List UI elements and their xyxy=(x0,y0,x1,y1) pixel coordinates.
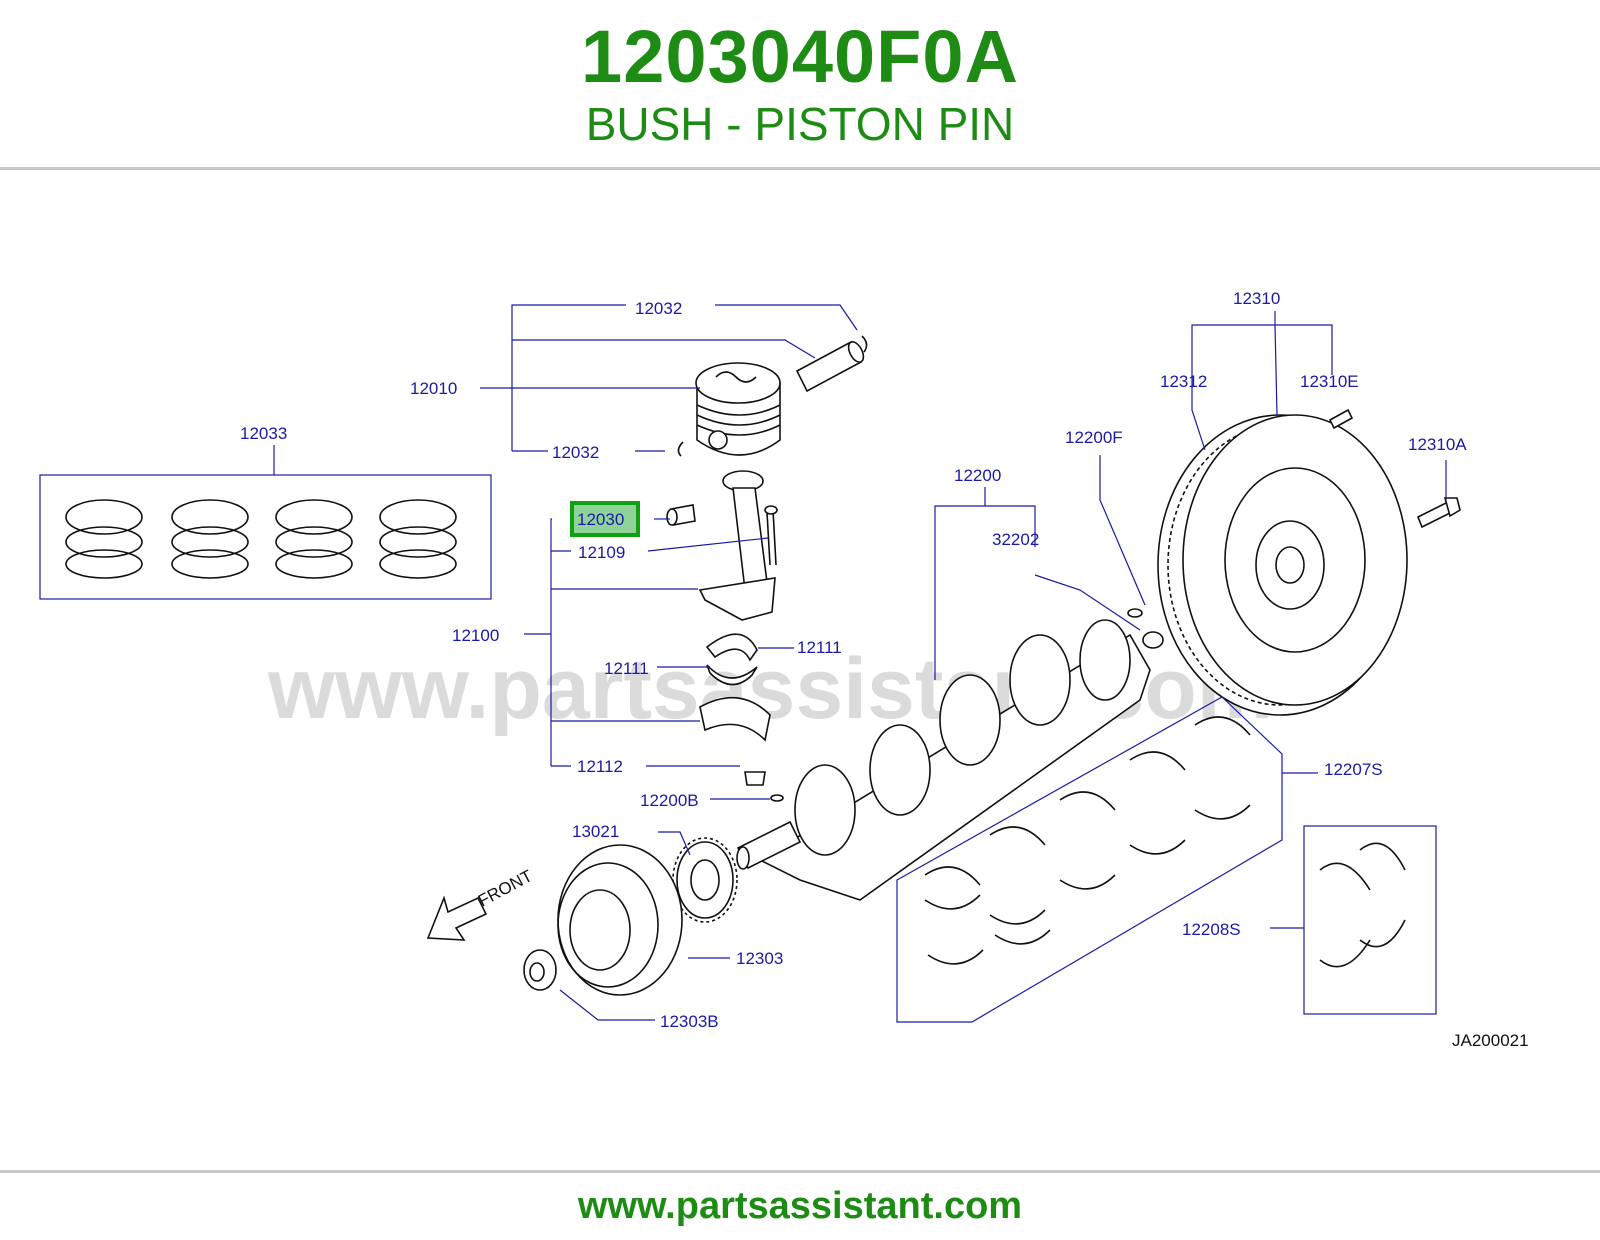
crank-pulley-drawing xyxy=(557,844,683,996)
drawing-code: JA200021 xyxy=(1452,1031,1529,1050)
label-12100[interactable]: 12100 xyxy=(452,626,499,645)
page-header: 1203040F0A BUSH - PISTON PIN xyxy=(0,0,1600,168)
label-13021[interactable]: 13021 xyxy=(572,822,619,841)
label-12112[interactable]: 12112 xyxy=(577,757,623,776)
label-12111-right[interactable]: 12111 xyxy=(797,638,842,657)
label-12208S[interactable]: 12208S xyxy=(1182,920,1241,939)
connecting-rod-drawing xyxy=(666,470,778,621)
header-divider xyxy=(0,167,1600,170)
label-12303B[interactable]: 12303B xyxy=(660,1012,719,1031)
label-12032-bottom[interactable]: 12032 xyxy=(552,443,599,462)
label-12310E[interactable]: 12310E xyxy=(1300,372,1359,391)
label-12109[interactable]: 12109 xyxy=(578,543,625,562)
front-label: FRONT xyxy=(475,866,536,910)
label-12032-top[interactable]: 12032 xyxy=(635,299,682,318)
label-12033[interactable]: 12033 xyxy=(240,424,287,443)
label-12200F[interactable]: 12200F xyxy=(1065,428,1123,447)
label-12200[interactable]: 12200 xyxy=(954,466,1001,485)
footer-url[interactable]: www.partsassistant.com xyxy=(577,1185,1023,1227)
label-12111-left[interactable]: 12111 xyxy=(604,659,649,678)
label-12030[interactable]: 12030 xyxy=(577,510,624,529)
label-12207S[interactable]: 12207S xyxy=(1324,760,1383,779)
part-name-subtitle: BUSH - PISTON PIN xyxy=(585,98,1015,150)
piston-drawing xyxy=(695,362,781,456)
flywheel-bolt-drawing xyxy=(1416,497,1461,529)
leader-lines xyxy=(273,304,1447,1021)
part-labels: 12032 12010 12032 12033 12030 12109 1210… xyxy=(240,289,1529,1050)
part-number-title: 1203040F0A xyxy=(581,15,1019,98)
label-12310A[interactable]: 12310A xyxy=(1408,435,1467,454)
label-12200B[interactable]: 12200B xyxy=(640,791,699,810)
flywheel-dowel-drawing xyxy=(1328,408,1354,430)
flywheel-drawing xyxy=(1157,414,1408,716)
label-12310[interactable]: 12310 xyxy=(1233,289,1280,308)
crankshaft-drawing xyxy=(736,608,1164,901)
rod-bearing-drawing xyxy=(699,633,784,802)
pulley-bolt-drawing xyxy=(523,949,557,991)
thrust-washer-set-drawing xyxy=(1303,825,1437,1015)
label-12312[interactable]: 12312 xyxy=(1160,372,1207,391)
highlight-box-12030 xyxy=(570,501,640,537)
footer-divider xyxy=(0,1170,1600,1173)
main-bearing-set-drawing xyxy=(896,696,1283,1023)
crank-sprocket-drawing xyxy=(672,837,738,923)
snap-ring-drawing xyxy=(677,335,868,457)
piston-ring-set-drawing xyxy=(39,474,492,600)
label-12010[interactable]: 12010 xyxy=(410,379,457,398)
label-32202[interactable]: 32202 xyxy=(992,530,1039,549)
label-12303[interactable]: 12303 xyxy=(736,949,783,968)
piston-pin-drawing xyxy=(795,340,865,393)
front-direction-arrow: FRONT xyxy=(426,866,536,941)
